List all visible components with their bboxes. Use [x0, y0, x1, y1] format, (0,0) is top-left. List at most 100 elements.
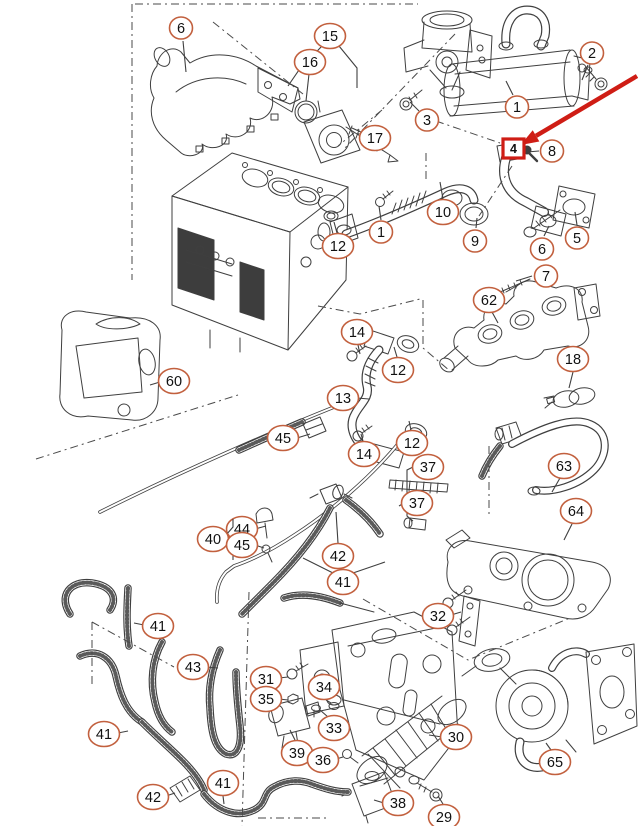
callout-number: 43: [185, 660, 201, 676]
callout-number: 64: [568, 504, 584, 520]
callout-14: 14: [347, 433, 381, 468]
callout-number: 33: [326, 721, 342, 737]
callout-34: 34: [307, 673, 341, 704]
callout-number: 30: [448, 730, 464, 746]
callout-number: 15: [322, 29, 338, 45]
callout-41: 41: [87, 720, 129, 748]
callout-1: 1: [504, 80, 530, 119]
engine-block-sketch: [171, 152, 349, 353]
callout-number: 12: [390, 363, 406, 379]
callout-37: 37: [398, 489, 434, 517]
callout-number: 1: [513, 100, 521, 116]
breather-hose-sketch: [478, 417, 609, 496]
callout-36: 36: [306, 746, 344, 774]
callout-62: 62: [472, 286, 506, 324]
callout-number: 35: [258, 692, 274, 708]
head-cover-sketch: [445, 529, 611, 620]
highlight: 4: [501, 74, 638, 160]
ribbed-hose-37-sketch: [388, 479, 449, 531]
callout-number: 14: [349, 325, 365, 341]
highlight-box: [501, 137, 526, 160]
upper-egr-pipe-sketch: [493, 141, 596, 298]
callout-number: 40: [205, 532, 221, 548]
callout-number: 32: [430, 609, 446, 625]
egr-valve-sketch: [399, 10, 539, 163]
section-boundaries: [35, 3, 571, 826]
callout-1: 1: [368, 205, 394, 244]
callout-60: 60: [149, 367, 191, 395]
callout-6: 6: [529, 225, 555, 261]
callout-29: 29: [427, 795, 461, 826]
callout-41: 41: [302, 557, 386, 596]
callout-number: 45: [234, 538, 250, 554]
callout-9: 9: [462, 217, 488, 253]
callout-38: 38: [373, 789, 415, 817]
callout-37: 37: [406, 453, 445, 522]
callout-41: 41: [133, 612, 175, 640]
callout-14: 14: [340, 318, 374, 355]
callout-42: 42: [136, 783, 176, 811]
callout-number: 29: [436, 810, 452, 826]
callout-number: 41: [150, 619, 166, 635]
callout-12: 12: [381, 346, 415, 384]
callout-number: 16: [302, 55, 318, 71]
callout-number: 45: [275, 431, 291, 447]
callout-number: 17: [367, 131, 383, 147]
callout-18: 18: [556, 345, 590, 389]
callout-12: 12: [321, 221, 355, 260]
exhaust-manifold-sketch: [439, 280, 601, 409]
callout-number: 12: [330, 239, 346, 255]
callout-number: 62: [481, 293, 497, 309]
callout-12: 12: [395, 420, 429, 457]
callout-33: 33: [317, 709, 351, 742]
callout-16: 16: [293, 48, 327, 102]
callout-number: 13: [335, 391, 351, 407]
callout-number: 34: [316, 680, 332, 696]
callout-number: 6: [177, 21, 185, 37]
callout-10: 10: [426, 181, 460, 226]
callout-number: 36: [315, 753, 331, 769]
callout-number: 9: [471, 234, 479, 250]
callout-32: 32: [421, 602, 462, 630]
callout-number: 3: [423, 113, 431, 129]
callout-64: 64: [559, 497, 593, 541]
callout-number: 5: [573, 231, 581, 247]
highlight-arrow: [534, 74, 638, 138]
callout-45: 45: [225, 531, 265, 559]
callout-number: 18: [565, 352, 581, 368]
callout-number: 31: [258, 672, 274, 688]
callout-number: 41: [335, 575, 351, 591]
callout-number: 60: [166, 374, 182, 390]
callout-42: 42: [321, 511, 355, 570]
callout-number: 65: [547, 755, 563, 771]
turbocharger-sketch: [356, 643, 638, 785]
callout-number: 41: [215, 776, 231, 792]
callout-43: 43: [176, 653, 219, 681]
callout-7: 7: [515, 264, 559, 288]
callout-65: 65: [538, 742, 572, 776]
callout-number: 6: [538, 242, 546, 258]
egr-cooler-sketch: [443, 5, 608, 117]
callout-number: 42: [330, 549, 346, 565]
callout-number: 38: [390, 796, 406, 812]
callout-number: 1: [377, 225, 385, 241]
callout-number: 7: [542, 269, 550, 285]
callout-8: 8: [526, 139, 565, 163]
callout-41: 41: [206, 769, 240, 805]
bottom-hoses-sketch: [61, 578, 352, 818]
callout-number: 37: [420, 460, 436, 476]
callout-63: 63: [547, 452, 581, 493]
callout-number: 10: [435, 205, 451, 221]
intake-manifold-sketch: [149, 47, 301, 157]
highlight-label: 4: [510, 142, 517, 156]
air-box-sketch: [59, 310, 161, 421]
callout-3: 3: [409, 101, 440, 132]
callout-5: 5: [564, 211, 590, 250]
callout-number: 2: [588, 46, 596, 62]
callout-number: 63: [556, 459, 572, 475]
callout-2: 2: [579, 41, 605, 81]
callout-13: 13: [326, 384, 370, 412]
callout-45: 45: [266, 424, 311, 452]
